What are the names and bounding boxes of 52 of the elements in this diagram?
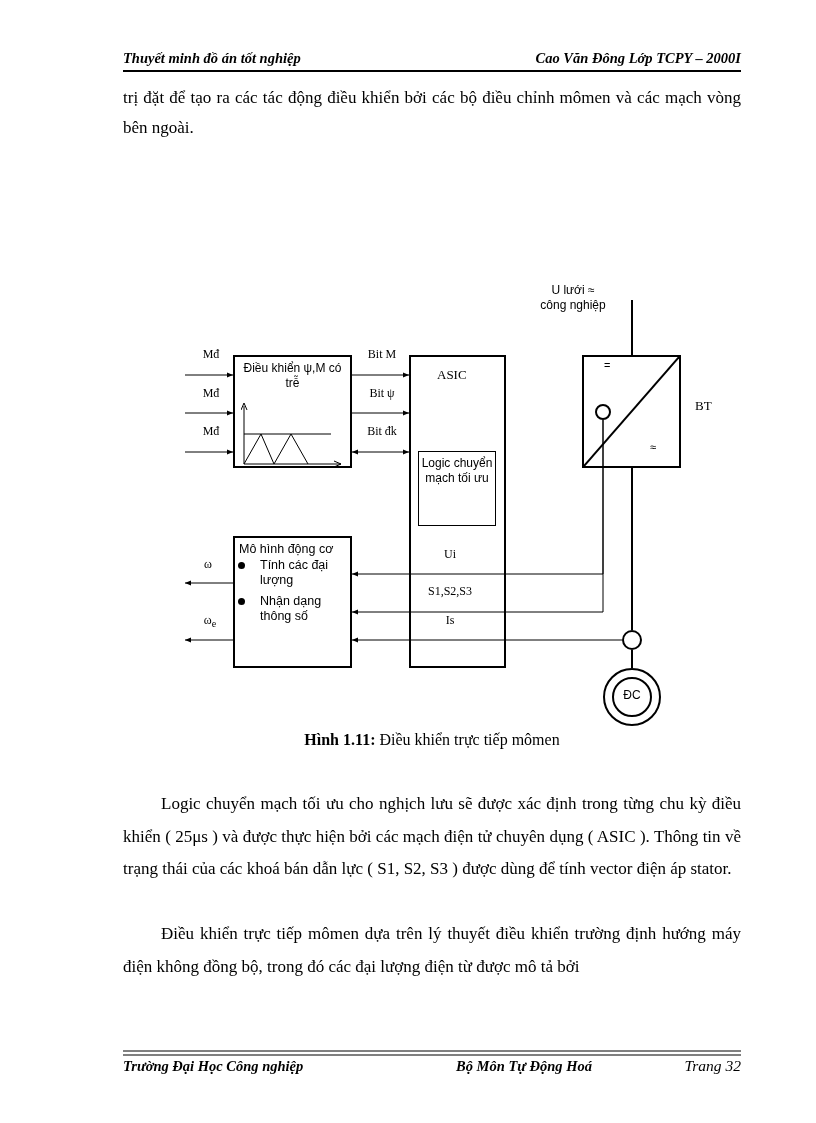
block-title: ASIC <box>437 367 467 383</box>
header-text: Cao Văn Đông Lớp TCPY – 2000I <box>535 50 741 67</box>
arrow <box>351 637 623 643</box>
footer-text: Bộ Môn Tự Động Hoá <box>456 1058 592 1075</box>
arrow <box>351 410 410 416</box>
switching-logic-box <box>418 451 496 526</box>
edge-label: Mđ <box>201 424 221 439</box>
dc-sign: = <box>604 359 611 372</box>
ac-sign: ≈ <box>650 441 657 454</box>
edge-label: Mđ <box>201 347 221 362</box>
arrow <box>351 419 604 615</box>
paragraph: Điều khiển trực tiếp mômen dựa trên lý thuyết điều khiển trường định hướng máy điện không đồng bộ, trong đó các đại lượng điện từ được mô tả bởi <box>123 923 741 978</box>
arrow <box>184 580 234 586</box>
bullet-item: Nhận dạng thông số <box>238 594 338 624</box>
arrow <box>184 449 234 455</box>
box-title: Logic chuyển mạch tối ưu <box>421 456 493 486</box>
arrow <box>351 449 410 455</box>
edge-label: ω <box>203 557 213 572</box>
edge-label: S1,S2,S3 <box>427 584 473 599</box>
motor-model-box <box>233 536 352 668</box>
edge-label: Is <box>444 613 456 628</box>
converter-box <box>582 355 681 468</box>
edge-label: Bit M <box>366 347 398 362</box>
block-label: BT <box>695 398 712 414</box>
edge-label: ω$_{e}$ <box>202 613 218 632</box>
edge-label: U lưới ≈ công nghiệp <box>539 283 607 313</box>
arrow <box>184 410 234 416</box>
motor-label: ĐC <box>622 688 642 703</box>
box-title: Mô hình động cơ <box>239 542 334 556</box>
edge-label: Mđ <box>201 386 221 401</box>
hysteresis-controller-box <box>233 355 352 468</box>
voltage-sensor-circle <box>595 404 611 420</box>
edge-label: Bit đk <box>366 424 398 439</box>
arrow <box>184 372 234 378</box>
paragraph: Logic chuyển mạch tối ưu cho nghịch lưu sẽ được xác định trong từng chu kỳ điều khiển ( 25μs ) và được thực hiện bởi các mạch điện tử chuyên dụng ( ASIC ). Thông tin về trạng thái của các khoá bán dẫn lực ( S1, S2, S3 ) được dùng để tính vector điện áp stator. <box>123 793 741 880</box>
asic-box <box>409 355 506 668</box>
paragraph: trị đặt để tạo ra các tác động điều khiển bởi các bộ điều chỉnh mômen và các mạch vòng bên ngoài. <box>123 87 741 139</box>
bullet-item: Tính các đại lượng <box>238 558 338 588</box>
header-text: Thuyết minh đồ án tốt nghiệp <box>123 50 301 67</box>
connector-line <box>631 467 633 631</box>
connector-line <box>631 649 633 669</box>
page-number: Trang 32 <box>684 1057 741 1075</box>
arrow <box>184 637 234 643</box>
figure-caption: Hình 1.11: Điều khiển trực tiếp mômen <box>303 731 561 749</box>
edge-label: Ui <box>443 547 457 562</box>
footer-text: Trường Đại Học Công nghiệp <box>123 1058 304 1075</box>
arrow <box>351 372 410 378</box>
edge-label: Bit ψ <box>368 386 396 401</box>
box-title: Điều khiển ψ,M có trễ <box>242 361 343 391</box>
current-sensor-symbol <box>622 630 642 650</box>
connector-line <box>631 299 633 356</box>
motor-symbol <box>603 668 661 726</box>
